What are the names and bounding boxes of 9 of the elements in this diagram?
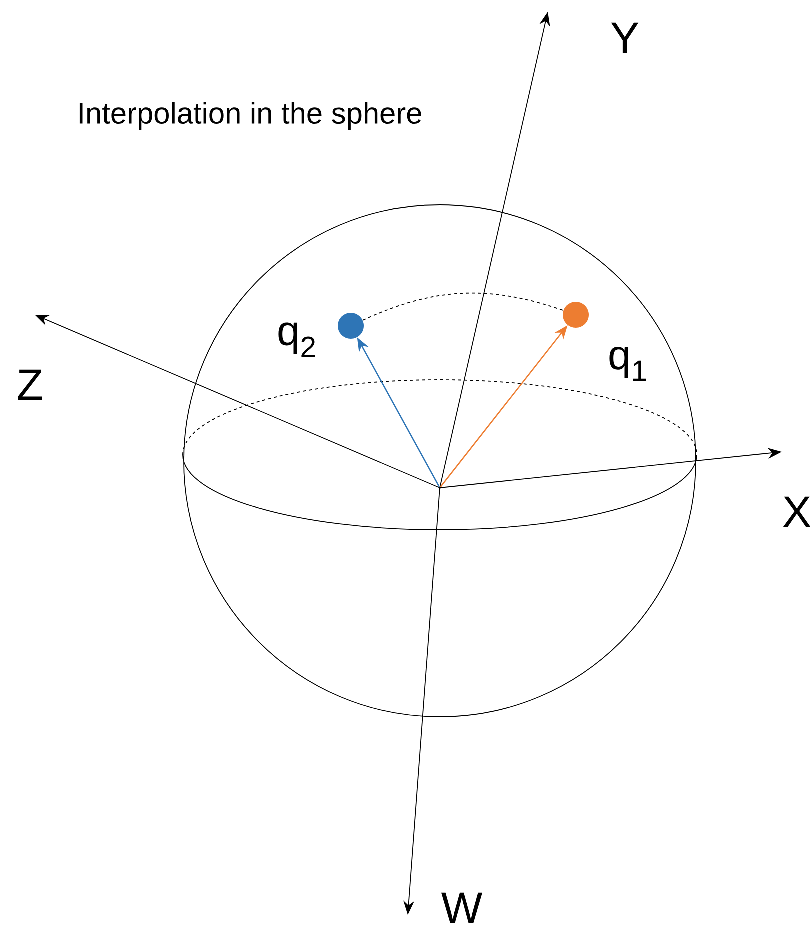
- dot: [338, 313, 364, 339]
- title: Interpolation in the sphere: [80, 102, 422, 130]
- point-label: q$_{2}$: [278, 322, 316, 358]
- axis-label: Z: [18, 370, 42, 400]
- axis-label: W: [442, 892, 483, 924]
- point-label: q$_{1}$: [610, 346, 646, 382]
- interpolation-arc: [362, 292, 564, 321]
- axis-label: Y: [611, 22, 639, 54]
- dot: [563, 302, 589, 328]
